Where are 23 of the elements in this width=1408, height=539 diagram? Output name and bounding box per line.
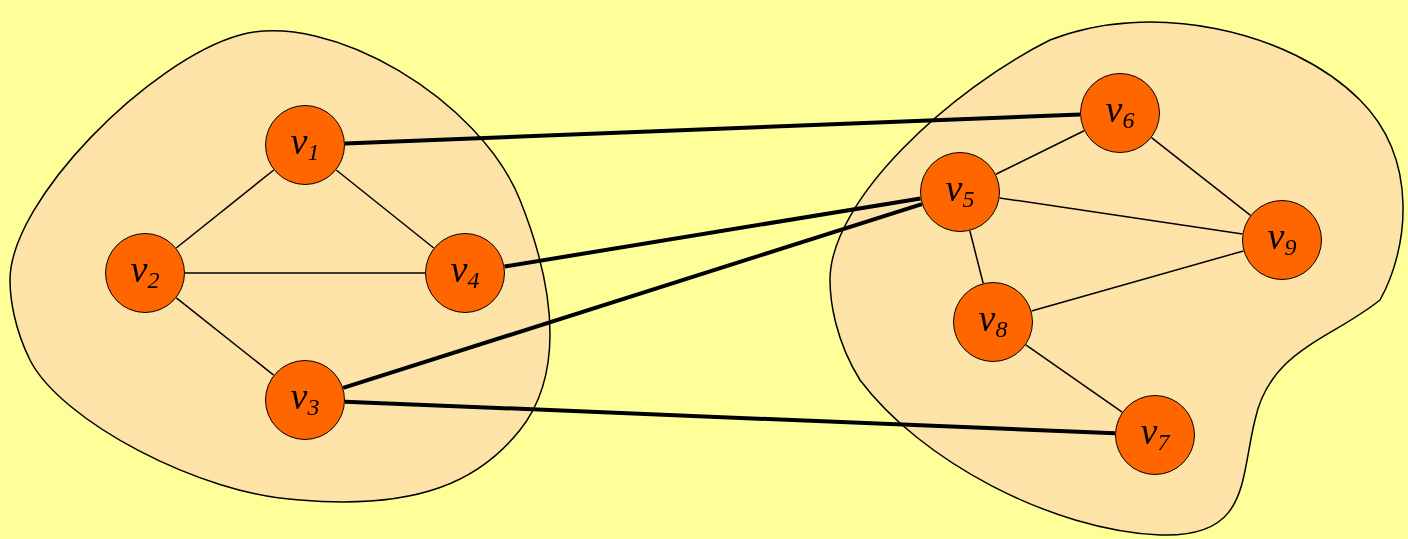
edge-line	[504, 196, 921, 269]
vertex-label: v$_{4}$	[450, 250, 480, 288]
vertex-label: v$_{3}$	[290, 377, 320, 415]
vertex-label: v$_{2}$	[130, 250, 160, 288]
edge-line	[335, 169, 435, 249]
edge-line	[175, 169, 275, 249]
edge-line	[969, 230, 984, 284]
edge-line	[344, 399, 1116, 436]
edge-line	[175, 297, 275, 376]
edge-line	[1150, 136, 1252, 217]
edge-line	[1030, 250, 1245, 312]
edge-line	[995, 129, 1085, 176]
vertex-label: v$_{5}$	[945, 169, 975, 207]
edge-line	[998, 197, 1244, 235]
vertex-label: v$_{9}$	[1267, 217, 1297, 255]
edge-line	[344, 112, 1081, 146]
edge-line	[1025, 344, 1123, 413]
vertex-label: v$_{7}$	[1140, 412, 1170, 450]
vertex-label: v$_{1}$	[290, 122, 320, 160]
edge-line	[342, 202, 923, 390]
edge-line	[184, 272, 426, 274]
vertex-label: v$_{6}$	[1105, 90, 1135, 128]
vertex-label: v$_{8}$	[978, 299, 1008, 337]
